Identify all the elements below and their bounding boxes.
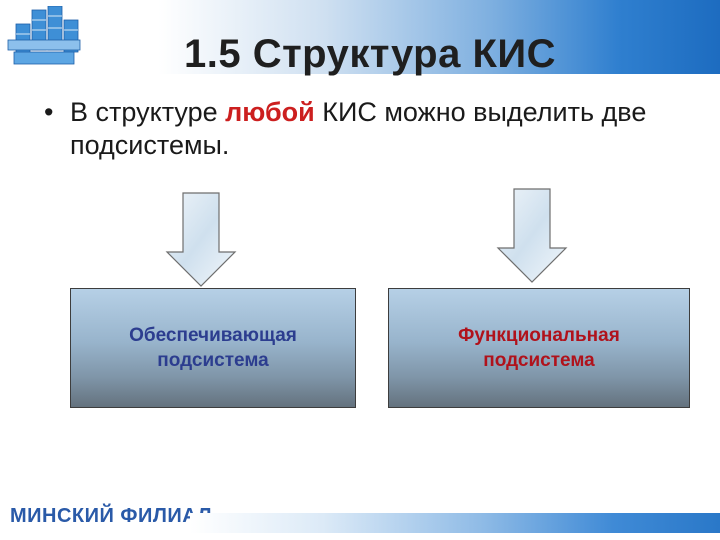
- box-label-line1: Функциональная: [458, 325, 620, 346]
- down-arrow-icon: [165, 192, 237, 287]
- bullet-text-after: КИС можно выделить две подсистемы.: [70, 97, 647, 160]
- header-gradient-band: [0, 0, 720, 74]
- bullet-text-before: В структуре: [70, 97, 226, 127]
- box-label-line2: подсистема: [483, 350, 595, 371]
- supporting-subsystem-box: Обеспечивающая подсистема: [70, 288, 356, 408]
- bullet-body: В структуре любой КИС можно выделить две…: [70, 96, 684, 162]
- functional-subsystem-box: Функциональная подсистема: [388, 288, 690, 408]
- footer-gradient-band: [190, 513, 720, 533]
- down-arrow-icon: [496, 188, 568, 283]
- bullet-marker: •: [44, 97, 54, 127]
- footer-branch-label: МИНСКИЙ ФИЛИАЛ: [10, 505, 213, 527]
- bullet-highlight-word: любой: [225, 97, 315, 127]
- bullet-paragraph: • В структуре любой КИС можно выделить д…: [44, 96, 684, 162]
- slide-title: 1.5 Структура КИС: [183, 32, 556, 76]
- box-label-line1: Обеспечивающая: [129, 325, 297, 346]
- box-label-line2: подсистема: [157, 350, 269, 371]
- building-blocks-logo-icon: [7, 6, 81, 65]
